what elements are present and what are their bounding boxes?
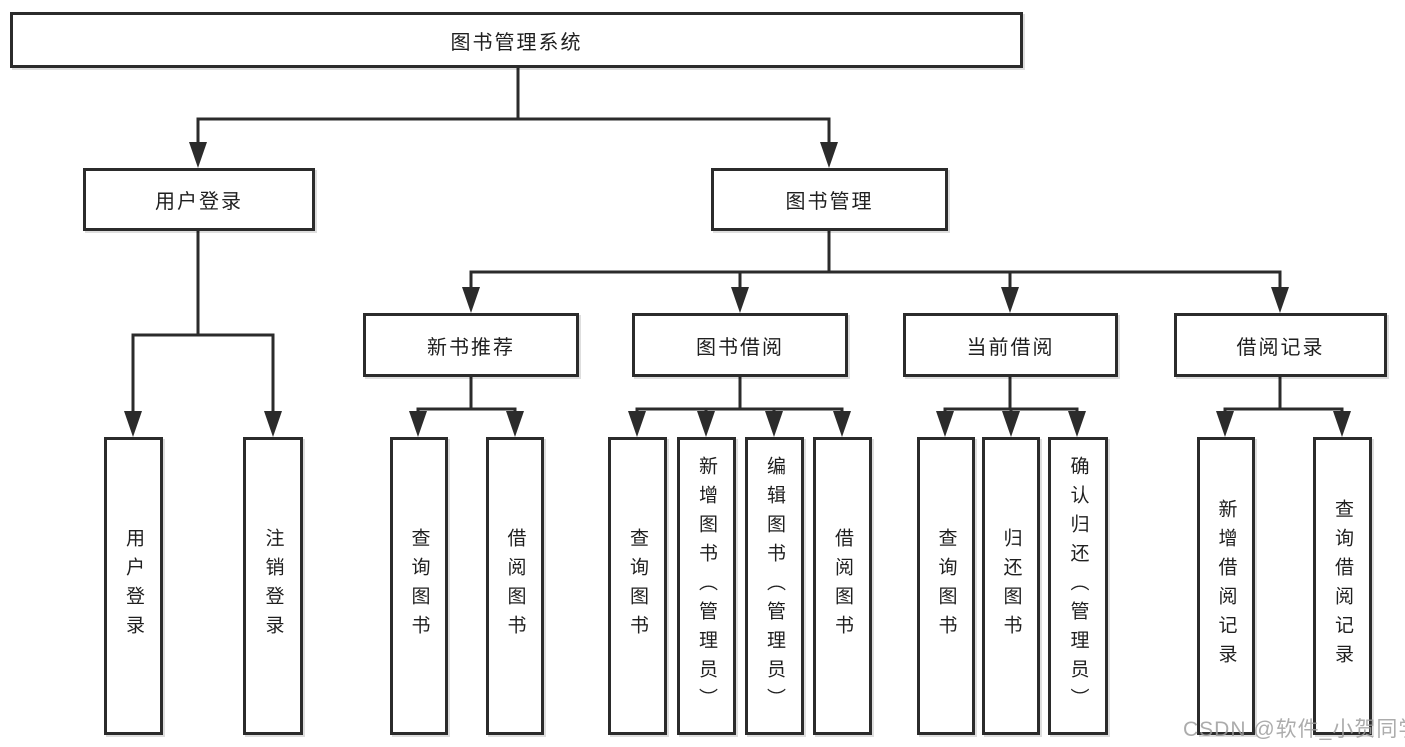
leaf-user-login-label: 用户登录 xyxy=(123,528,144,644)
node-book-borrowing: 图书借阅 xyxy=(632,313,848,377)
leaf-add-borrow-record: 新增借阅记录 xyxy=(1197,437,1255,735)
leaf-query-borrow-record-label: 查询借阅记录 xyxy=(1332,499,1353,673)
connector-new-book-recommend-to-leaves xyxy=(409,377,524,437)
node-book-management: 图书管理 xyxy=(711,168,948,231)
node-book-management-label: 图书管理 xyxy=(785,191,874,213)
arrowhead xyxy=(697,411,715,437)
connector-root-to-level2 xyxy=(189,68,838,168)
arrowhead xyxy=(628,411,646,437)
leaf-confirm-return-admin-label: 确认归还（管理员） xyxy=(1067,455,1089,717)
leaf-query-borrow-record: 查询借阅记录 xyxy=(1313,437,1372,735)
arrowhead xyxy=(462,287,480,313)
leaf-borrow-books-recommend: 借阅图书 xyxy=(486,437,544,735)
node-borrowing-records-label: 借阅记录 xyxy=(1236,336,1325,359)
node-user-login: 用户登录 xyxy=(83,168,315,231)
node-current-borrowing: 当前借阅 xyxy=(903,313,1118,377)
leaf-query-books-borrowing-label: 查询图书 xyxy=(627,528,648,644)
leaf-return-book-label: 归还图书 xyxy=(1000,528,1022,644)
arrowhead xyxy=(1271,287,1289,313)
leaf-confirm-return-admin: 确认归还（管理员） xyxy=(1048,437,1108,735)
connector-user-login-to-leaves xyxy=(124,231,282,437)
node-book-borrowing-label: 图书借阅 xyxy=(696,336,784,359)
leaf-user-login: 用户登录 xyxy=(104,437,163,735)
arrowhead xyxy=(189,142,207,168)
node-root: 图书管理系统 xyxy=(10,12,1023,68)
arrowhead xyxy=(1002,411,1020,437)
arrowhead xyxy=(833,411,851,437)
arrowhead xyxy=(409,411,427,437)
leaf-add-book-admin: 新增图书（管理员） xyxy=(677,437,736,735)
leaf-edit-book-admin: 编辑图书（管理员） xyxy=(745,437,804,735)
arrowhead xyxy=(506,411,524,437)
leaf-borrow-books-recommend-label: 借阅图书 xyxy=(504,528,526,644)
node-current-borrowing-label: 当前借阅 xyxy=(966,336,1055,359)
arrowhead xyxy=(1333,411,1351,437)
leaf-query-books-current: 查询图书 xyxy=(917,437,975,735)
leaf-query-books-borrowing: 查询图书 xyxy=(608,437,667,735)
node-new-book-recommend-label: 新书推荐 xyxy=(427,336,515,359)
arrowhead xyxy=(1216,411,1234,437)
leaf-add-book-admin-label: 新增图书（管理员） xyxy=(696,455,717,717)
connector-borrowing-records-to-leaves xyxy=(1216,377,1351,437)
connector-current-borrowing-to-leaves xyxy=(936,377,1086,437)
arrowhead xyxy=(731,287,749,313)
arrowhead xyxy=(765,411,783,437)
arrowhead xyxy=(936,411,954,437)
leaf-query-books-recommend-label: 查询图书 xyxy=(408,528,430,644)
leaf-borrow-books-label: 借阅图书 xyxy=(832,528,853,644)
arrowhead xyxy=(1001,287,1019,313)
node-borrowing-records: 借阅记录 xyxy=(1174,313,1387,377)
leaf-return-book: 归还图书 xyxy=(982,437,1040,735)
csdn-watermark: CSDN @软件_小贺同学 xyxy=(1183,718,1405,741)
leaf-query-books-current-label: 查询图书 xyxy=(935,528,957,644)
leaf-logout: 注销登录 xyxy=(243,437,303,735)
leaf-edit-book-admin-label: 编辑图书（管理员） xyxy=(764,455,785,717)
leaf-add-borrow-record-label: 新增借阅记录 xyxy=(1215,499,1237,673)
connector-book-borrowing-to-leaves xyxy=(628,377,851,437)
leaf-logout-label: 注销登录 xyxy=(262,528,284,644)
arrowhead xyxy=(264,411,282,437)
node-user-login-label: 用户登录 xyxy=(155,191,243,213)
connector-book-management-to-level3 xyxy=(462,231,1289,313)
leaf-borrow-books: 借阅图书 xyxy=(813,437,872,735)
arrowhead xyxy=(820,142,838,168)
leaf-query-books-recommend: 查询图书 xyxy=(390,437,448,735)
node-root-label: 图书管理系统 xyxy=(450,31,583,54)
arrowhead xyxy=(124,411,142,437)
node-new-book-recommend: 新书推荐 xyxy=(363,313,579,377)
arrowhead xyxy=(1068,411,1086,437)
